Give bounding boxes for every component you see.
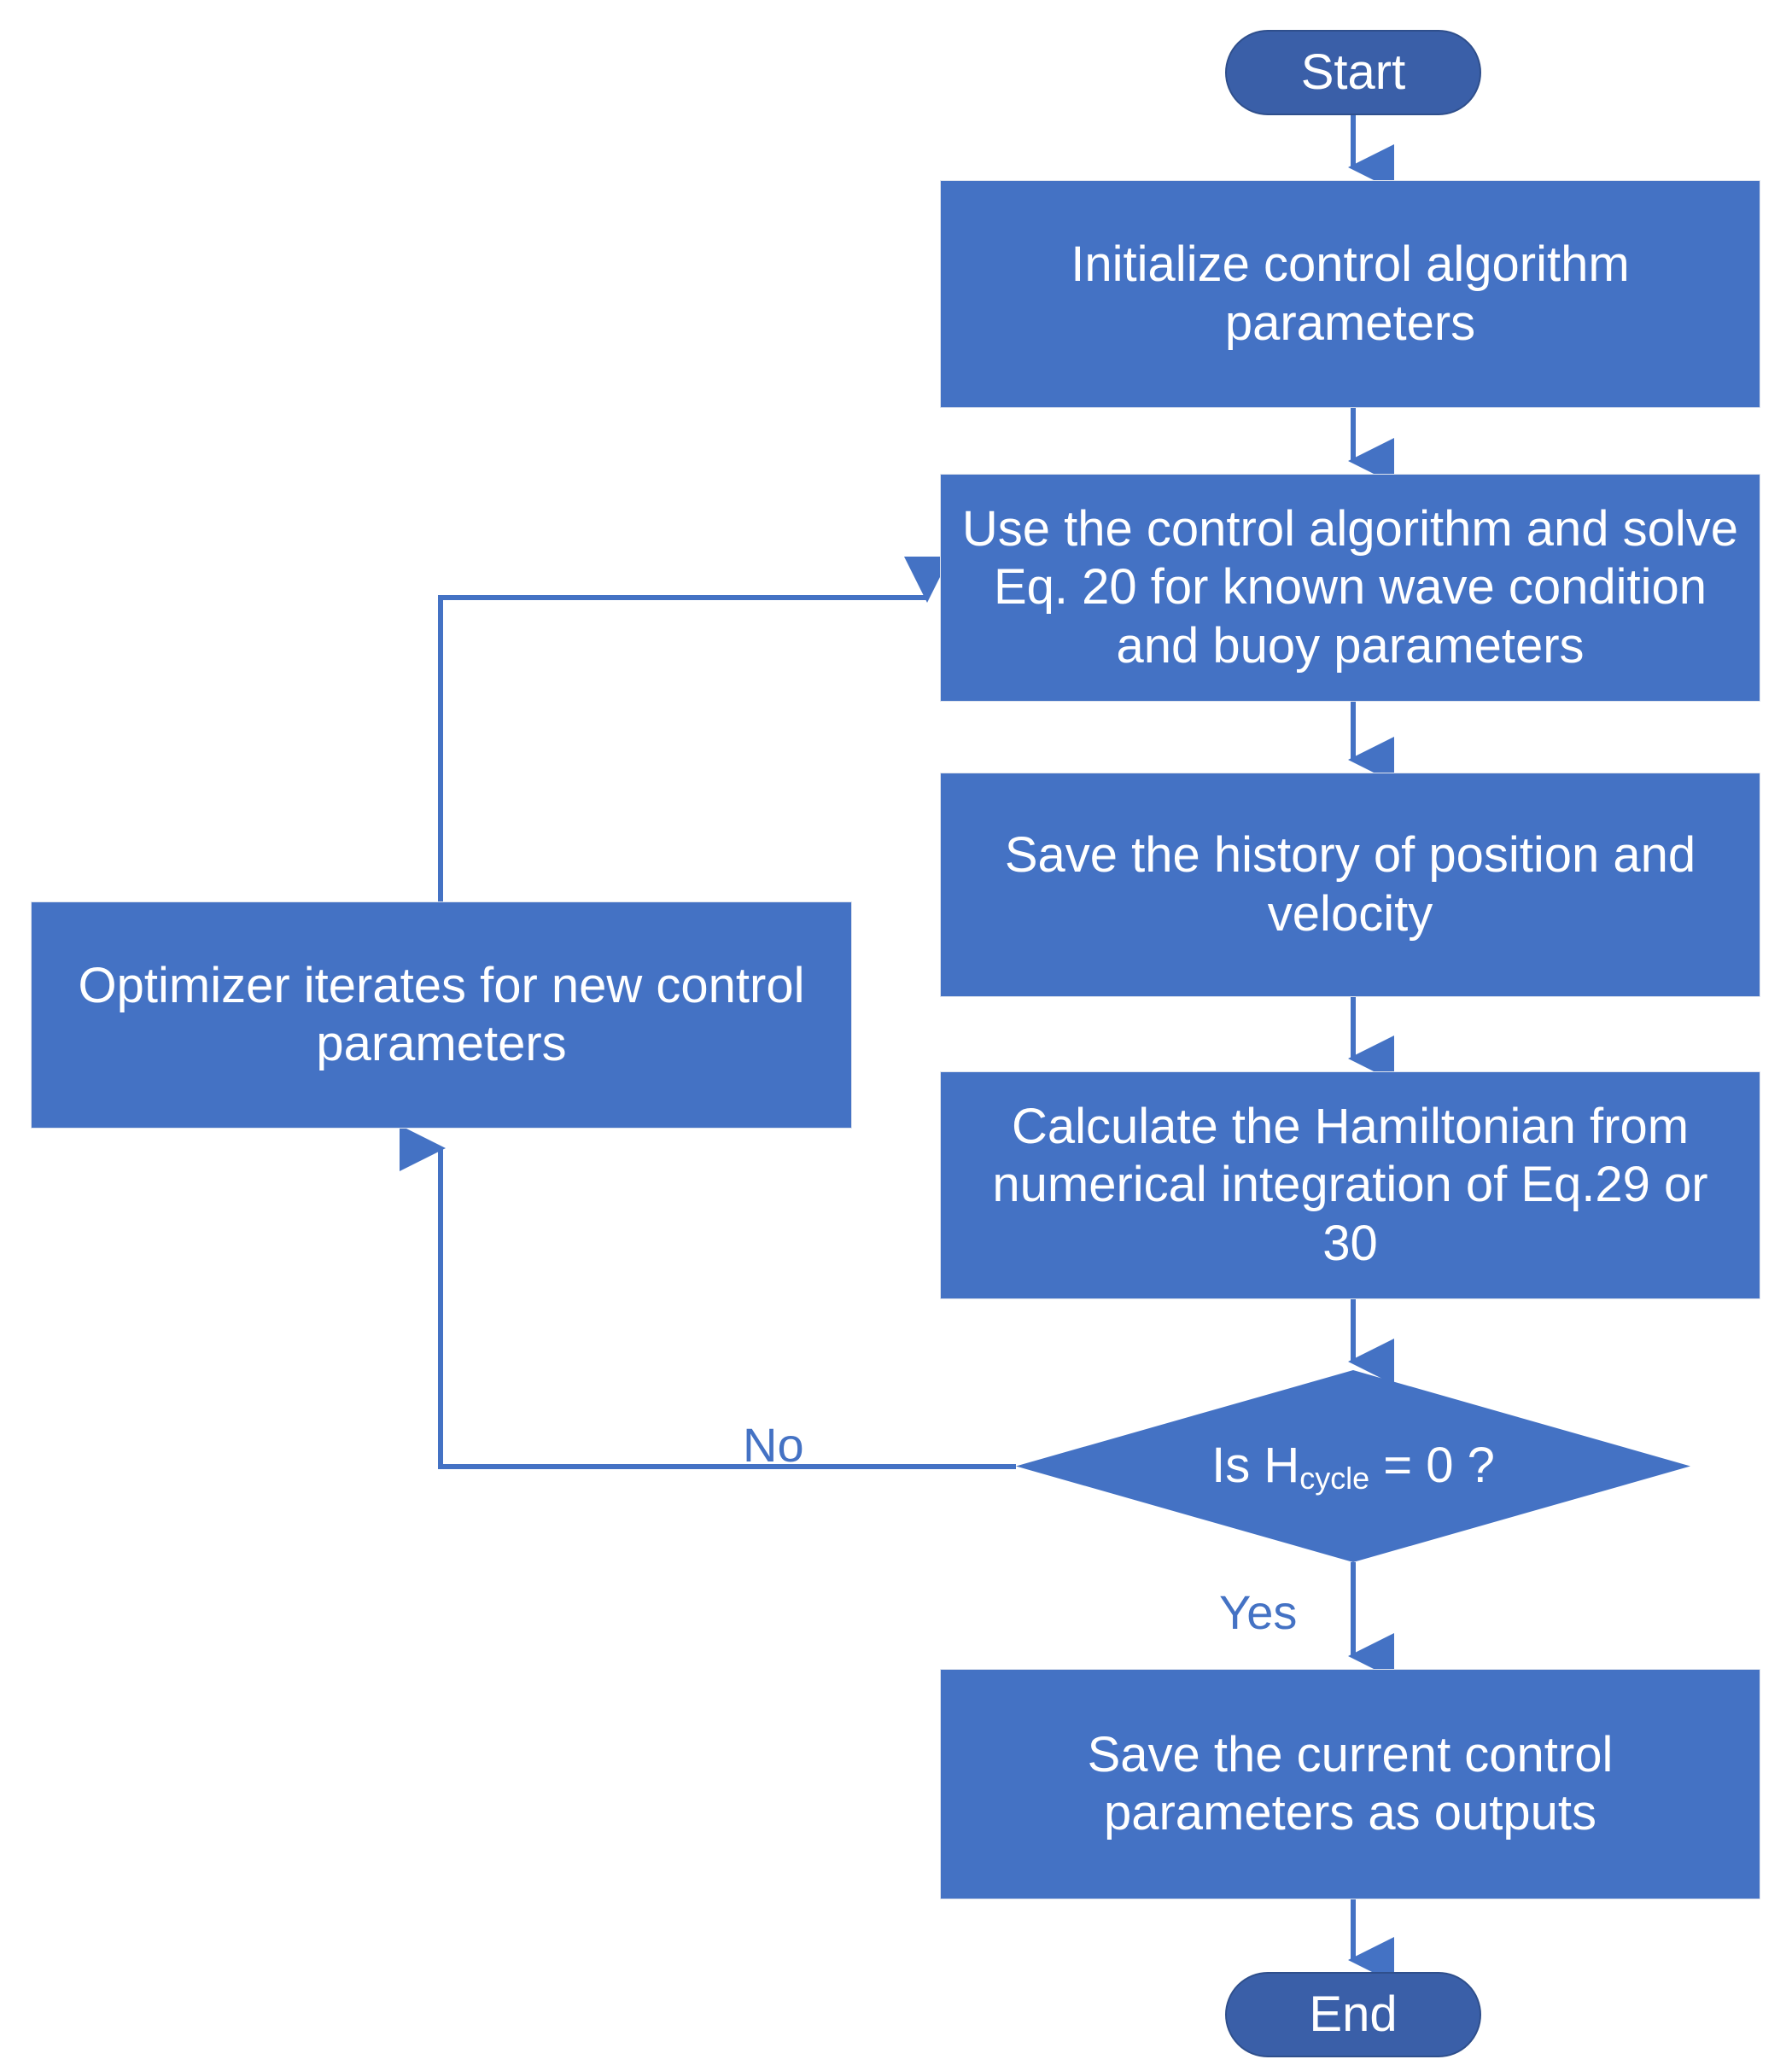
node-decision-hcycle[interactable]: Is Hcycle = 0 ? [1016,1370,1690,1562]
node-save-outputs[interactable]: Save the current control parameters as o… [940,1669,1760,1899]
node-decision-hcycle-label: Is Hcycle = 0 ? [1211,1437,1495,1496]
edge-decision-no-to-optimizer [400,1125,1016,1469]
edge-optimizer-to-solve [438,557,950,901]
node-optimizer-iterates[interactable]: Optimizer iterates for new control param… [31,901,852,1129]
node-end[interactable]: End [1225,1972,1481,2057]
node-save-history[interactable]: Save the history of position and velocit… [940,773,1760,997]
node-optimizer-iterates-label: Optimizer iterates for new control param… [78,957,805,1071]
node-calculate-hamiltonian-label: Calculate the Hamiltonian from numerical… [992,1098,1708,1271]
node-end-label: End [1309,1986,1398,2042]
node-solve-control-algorithm[interactable]: Use the control algorithm and solve Eq. … [940,474,1760,702]
decision-label-suffix: = 0 ? [1369,1438,1495,1494]
node-start-label: Start [1300,44,1406,100]
edge-label-no: No [743,1418,804,1472]
node-save-history-label: Save the history of position and velocit… [1004,827,1696,942]
node-solve-control-algorithm-label: Use the control algorithm and solve Eq. … [961,500,1739,674]
node-calculate-hamiltonian[interactable]: Calculate the Hamiltonian from numerical… [940,1071,1760,1299]
decision-label-subscript: cycle [1299,1461,1370,1496]
decision-label-prefix: Is H [1211,1438,1300,1494]
node-initialize-parameters-label: Initialize control algorithm parameters [1071,236,1630,351]
node-start[interactable]: Start [1225,30,1481,115]
edge-label-yes: Yes [1219,1585,1298,1639]
node-initialize-parameters[interactable]: Initialize control algorithm parameters [940,180,1760,408]
node-save-outputs-label: Save the current control parameters as o… [1087,1726,1614,1841]
